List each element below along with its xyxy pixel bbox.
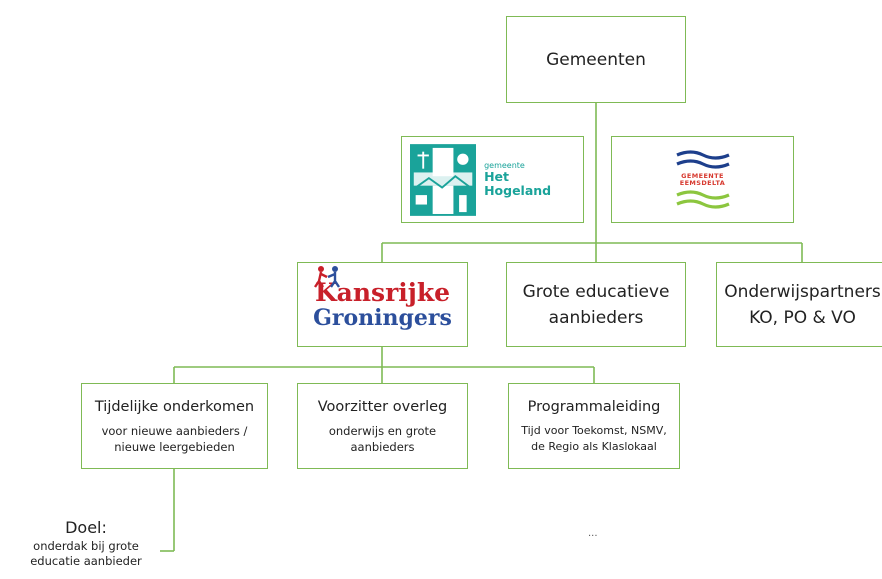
hogeland-emblem-icon — [410, 143, 477, 216]
doel-line1: onderdak bij grote — [33, 539, 139, 553]
programmaleiding-box: Programmaleiding Tijd voor Toekomst, NSM… — [508, 383, 680, 469]
grote-label-line2: aanbieders — [548, 307, 644, 328]
doel-title: Doel: — [65, 518, 107, 537]
eemsdelta-name: EEMSDELTA — [679, 178, 726, 187]
hogeland-logo-box: gemeente Het Hogeland — [401, 136, 584, 223]
gemeenten-box: Gemeenten — [506, 16, 686, 103]
doel-line2: educatie aanbieder — [30, 553, 142, 568]
eemsdelta-logo-box: GEMEENTE EEMSDELTA — [611, 136, 794, 223]
eemsdelta-waves-top-icon — [675, 149, 730, 169]
programmaleiding-sub-line2: de Regio als Klaslokaal — [531, 440, 657, 453]
ellipsis-mark: ... — [588, 528, 598, 539]
gemeenten-label: Gemeenten — [546, 49, 646, 70]
partners-label-line1: Onderwijspartners — [724, 281, 881, 302]
tijdelijke-sub-line2: nieuwe leergebieden — [114, 440, 235, 454]
voorzitter-title: Voorzitter overleg — [317, 399, 448, 415]
doel-block: Doel: onderdak bij grote educatie aanbie… — [0, 517, 172, 568]
eemsdelta-waves-bottom-icon — [675, 189, 730, 209]
tijdelijke-onderkomen-box: Tijdelijke onderkomen voor nieuwe aanbie… — [81, 383, 268, 469]
eemsdelta-small-label: GEMEENTE — [681, 171, 724, 180]
grote-label-line1: Grote educatieve — [522, 281, 670, 302]
programmaleiding-title: Programmaleiding — [527, 399, 661, 415]
programmaleiding-sub-line1: Tijd voor Toekomst, NSMV, — [521, 424, 667, 437]
tijdelijke-sub-line1: voor nieuwe aanbieders / — [101, 424, 248, 438]
onderwijspartners-box: Onderwijspartners KO, PO & VO — [716, 262, 882, 347]
voorzitter-sub-line2: aanbieders — [350, 440, 415, 454]
voorzitter-overleg-box: Voorzitter overleg onderwijs en grote aa… — [297, 383, 468, 469]
kansrijke-logo-box: Kansrijke Groningers — [297, 262, 468, 347]
voorzitter-sub-line1: onderwijs en grote — [328, 424, 437, 438]
hogeland-name: Het Hogeland — [484, 169, 552, 198]
kansrijke-figures-icon — [313, 266, 340, 288]
kansrijke-line2: Groningers — [313, 305, 452, 331]
partners-label-line2: KO, PO & VO — [749, 307, 856, 328]
tijdelijke-title: Tijdelijke onderkomen — [94, 399, 255, 415]
grote-aanbieders-box: Grote educatieve aanbieders — [506, 262, 686, 347]
hogeland-small-label: gemeente — [484, 161, 525, 170]
